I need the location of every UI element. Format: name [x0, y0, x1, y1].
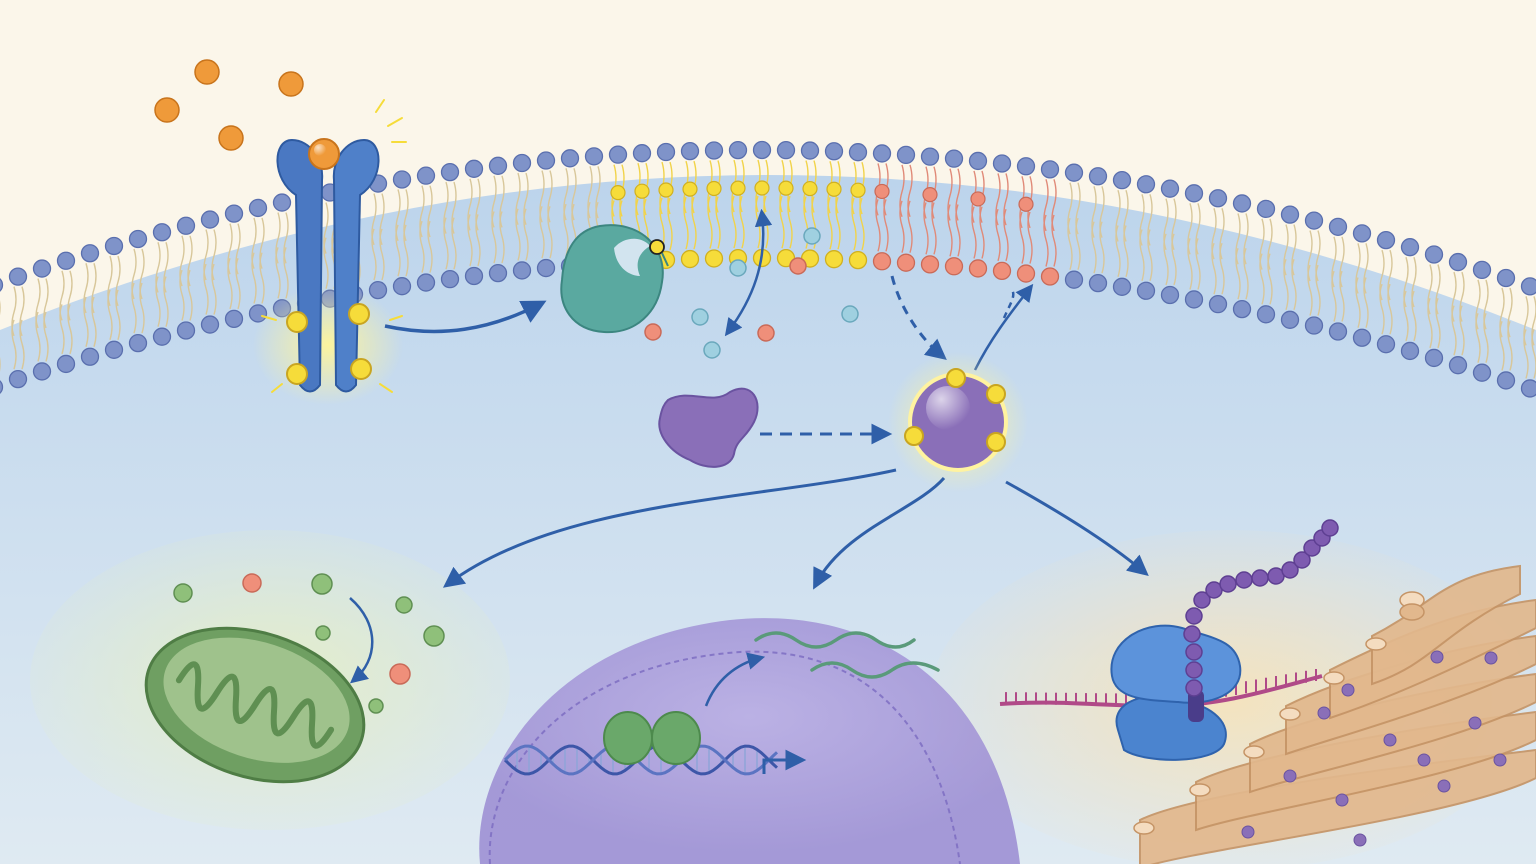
- arrow-receptor-to-kinase: [384, 300, 547, 334]
- polypeptide-chain-icon: [1183, 519, 1339, 697]
- mrna-icon: [754, 631, 940, 679]
- arrow-hub-to-nucleus: [813, 477, 946, 590]
- transcription-factor-icon: [603, 711, 701, 765]
- nucleus-icon[interactable]: [479, 618, 1021, 864]
- ribosome-icon[interactable]: [1110, 624, 1242, 761]
- arrow-hub-to-mitochondrion: [442, 468, 897, 588]
- free-ligand-icons: [154, 59, 304, 151]
- receptor-phosphate-icons: [286, 303, 372, 385]
- arrow-bidirectional-messenger: [724, 208, 773, 337]
- receptor-dimer-icon[interactable]: [253, 99, 407, 405]
- kinase-enzyme-icon[interactable]: [560, 224, 669, 334]
- arrow-hub-to-lipid-dashed: [1002, 289, 1015, 319]
- arrow-hub-to-ribosome: [1005, 480, 1149, 577]
- metabolite-molecules: [173, 573, 445, 714]
- transcription-start-arrow: [762, 749, 807, 774]
- arrow-membrane-to-hub: [890, 275, 947, 360]
- arrow-metabolite-import: [349, 597, 374, 684]
- inactive-protein-icon[interactable]: [658, 387, 759, 468]
- endoplasmic-reticulum-icon[interactable]: [1133, 564, 1536, 864]
- signaling-hub-protein-icon[interactable]: [888, 352, 1028, 492]
- mitochondrion-icon[interactable]: [126, 602, 384, 808]
- arrow-transcription-to-mrna: [704, 652, 766, 707]
